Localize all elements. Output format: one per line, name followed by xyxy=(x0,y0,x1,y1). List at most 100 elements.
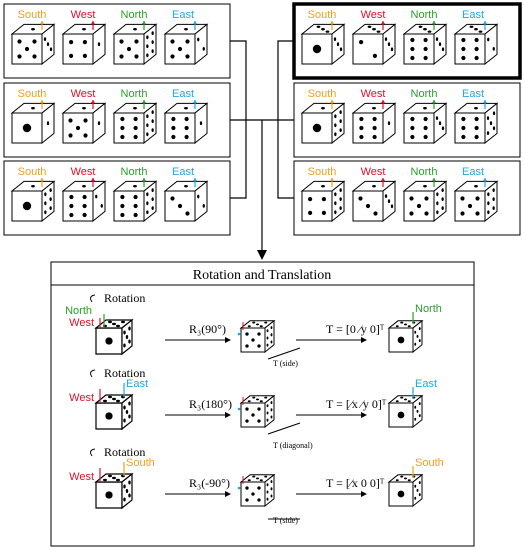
middle-die xyxy=(239,473,276,508)
pip xyxy=(410,116,415,122)
pip xyxy=(133,134,138,140)
pip xyxy=(365,203,371,209)
pip xyxy=(486,131,490,135)
translation-hint: T (side) xyxy=(273,516,298,525)
pip xyxy=(82,28,86,31)
direction-label-west: West xyxy=(71,166,96,178)
axis-marker-head xyxy=(381,178,385,181)
pip xyxy=(44,192,47,197)
pip xyxy=(105,337,113,345)
pip xyxy=(31,185,35,188)
axis-marker-head xyxy=(91,21,95,24)
translation-hint-arrow xyxy=(267,347,301,360)
pip xyxy=(441,126,445,131)
pip xyxy=(123,405,126,410)
pip xyxy=(390,47,394,52)
pip xyxy=(257,344,261,348)
axis-marker-head xyxy=(330,21,334,24)
direction-label-east: East xyxy=(172,9,194,21)
translation-arrowhead xyxy=(361,337,367,343)
pip xyxy=(257,486,261,490)
pip xyxy=(376,30,381,33)
pip xyxy=(410,37,415,43)
axis-marker-head xyxy=(381,100,385,103)
pip xyxy=(395,325,399,328)
pip xyxy=(133,194,138,200)
panel-die xyxy=(300,23,346,66)
direction-label-north: North xyxy=(121,166,148,178)
direction-label-west: West xyxy=(361,9,386,21)
rotation-curl-icon xyxy=(90,448,96,457)
pip xyxy=(308,197,313,202)
panel-die xyxy=(10,180,56,223)
pip xyxy=(119,54,124,59)
pip xyxy=(133,212,138,218)
pip xyxy=(108,474,112,478)
pip xyxy=(270,480,273,484)
panel-die xyxy=(351,180,397,223)
pip xyxy=(270,415,273,419)
pip xyxy=(474,55,479,61)
pip xyxy=(128,480,131,485)
axis-marker-head xyxy=(142,100,146,103)
pip xyxy=(82,203,87,209)
pip xyxy=(489,121,493,126)
pip xyxy=(171,125,176,131)
middle-die xyxy=(239,394,276,429)
axis-marker-head xyxy=(91,100,95,103)
pip xyxy=(423,28,427,31)
pip xyxy=(123,343,126,348)
pip xyxy=(185,211,190,216)
pip xyxy=(170,54,175,59)
pip xyxy=(202,204,205,208)
pip xyxy=(146,44,149,49)
pip xyxy=(120,125,125,131)
pip xyxy=(492,47,495,51)
pip xyxy=(69,40,74,45)
pip xyxy=(69,53,74,59)
axis-dot xyxy=(237,407,241,411)
pip xyxy=(185,39,190,44)
pip xyxy=(334,192,337,197)
pip xyxy=(116,399,120,403)
end-die xyxy=(387,319,424,354)
die-front-face xyxy=(352,112,384,144)
pip xyxy=(418,25,423,28)
axis-marker-head xyxy=(40,21,44,24)
pip xyxy=(359,125,364,131)
direction-label-north: North xyxy=(121,9,148,21)
pip xyxy=(461,55,466,61)
rotation-arrowhead xyxy=(225,337,231,343)
pip xyxy=(418,327,421,331)
pip xyxy=(120,194,125,200)
pip xyxy=(372,53,377,59)
pip xyxy=(68,133,73,138)
pip xyxy=(416,334,419,338)
pip xyxy=(475,211,480,216)
pip xyxy=(410,55,415,61)
pip xyxy=(266,343,269,347)
pip xyxy=(321,185,325,188)
direction-label-west: West xyxy=(71,9,96,21)
start-die xyxy=(94,318,134,356)
panel-title: Rotation and Translation xyxy=(193,268,331,283)
pip xyxy=(97,121,101,126)
pip xyxy=(252,321,256,324)
pip xyxy=(17,54,22,59)
pip xyxy=(397,336,405,344)
axis-marker-head xyxy=(142,21,146,24)
pip xyxy=(407,479,411,482)
pip xyxy=(390,204,394,209)
pip xyxy=(339,188,342,192)
pip xyxy=(134,39,139,44)
pip xyxy=(395,400,399,403)
pip xyxy=(105,412,113,420)
pip xyxy=(461,46,466,52)
rotation-formula: R₃(180°) xyxy=(189,397,232,411)
panel-die xyxy=(10,23,56,66)
end-label: South xyxy=(415,457,444,469)
pip xyxy=(83,118,88,123)
pip xyxy=(120,134,125,140)
